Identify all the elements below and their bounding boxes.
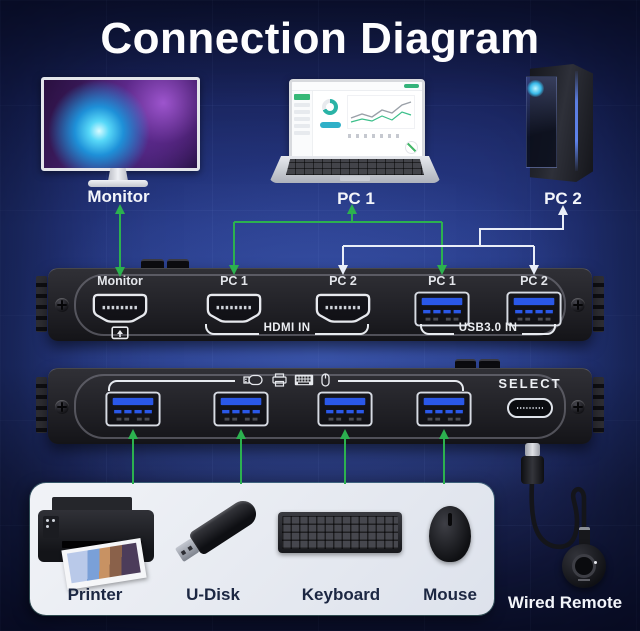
monitor-stand-neck bbox=[108, 168, 128, 181]
rear-panel-outline bbox=[74, 274, 566, 336]
usb3-out-port-2[interactable] bbox=[212, 389, 270, 434]
screw-icon bbox=[571, 400, 585, 414]
usb3-port-pc1[interactable] bbox=[413, 289, 471, 334]
pencil-icon bbox=[405, 141, 418, 154]
hdmi-port-pc2[interactable] bbox=[312, 291, 374, 333]
monitor-device bbox=[41, 77, 200, 171]
rear-panel-foot bbox=[167, 259, 189, 270]
peripheral-bracket bbox=[108, 373, 464, 391]
switch-front-panel: SELECT bbox=[48, 368, 592, 444]
udisk-label: U-Disk bbox=[186, 585, 240, 604]
display-icon bbox=[111, 326, 129, 345]
laptop-screen-topbar bbox=[292, 82, 422, 91]
wired-remote-button[interactable] bbox=[562, 544, 606, 588]
remote-usb-plug-tip bbox=[525, 443, 540, 457]
tower-led-strip bbox=[575, 70, 578, 172]
usb3-in-label: USB3.0 IN bbox=[458, 322, 518, 334]
pc1-device-label: PC 1 bbox=[337, 189, 375, 208]
rear-panel-right-bracket bbox=[593, 276, 604, 332]
udisk-image bbox=[168, 495, 268, 564]
hdmi-in-group: HDMI IN bbox=[205, 322, 370, 335]
mouse-icon bbox=[320, 373, 330, 387]
remote-usb-plug bbox=[521, 456, 544, 484]
monitor-stand-base bbox=[88, 180, 148, 187]
hdmi-in-label: HDMI IN bbox=[263, 322, 311, 334]
laptop-keys bbox=[286, 159, 424, 175]
tower-rgb-fan bbox=[527, 80, 544, 97]
mouse-label: Mouse bbox=[423, 585, 477, 604]
u-disk-icon bbox=[242, 374, 263, 386]
port-label-pc1-hdmi: PC 1 bbox=[220, 274, 248, 288]
keyboard-image bbox=[278, 512, 402, 553]
usb3-in-group: USB3.0 IN bbox=[420, 322, 556, 335]
page-title: Connection Diagram bbox=[100, 14, 540, 63]
screw-icon bbox=[55, 400, 69, 414]
keyboard-icon bbox=[294, 374, 313, 386]
usb3-out-port-1[interactable] bbox=[104, 389, 162, 434]
select-label: SELECT bbox=[498, 376, 562, 391]
port-label-monitor: Monitor bbox=[97, 274, 143, 288]
laptop-donut-chart bbox=[322, 99, 338, 115]
printer-label: Printer bbox=[67, 585, 123, 604]
port-label-pc1-usb: PC 1 bbox=[428, 274, 456, 288]
usb-c-select-port[interactable] bbox=[506, 397, 554, 424]
pc2-device-label: PC 2 bbox=[544, 189, 582, 208]
laptop-device-pc1 bbox=[289, 79, 425, 160]
front-panel-right-bracket bbox=[593, 377, 604, 433]
hdmi-port-monitor[interactable] bbox=[89, 291, 151, 333]
usb3-out-port-3[interactable] bbox=[316, 389, 374, 434]
usb3-out-port-4[interactable] bbox=[415, 389, 473, 434]
front-panel-foot bbox=[479, 359, 500, 370]
mouse-image bbox=[429, 506, 471, 562]
rear-panel-foot bbox=[141, 259, 164, 270]
keyboard-label: Keyboard bbox=[301, 585, 381, 604]
wired-remote-label: Wired Remote bbox=[507, 593, 623, 612]
port-label-pc2-hdmi: PC 2 bbox=[329, 274, 357, 288]
front-panel-outline bbox=[74, 374, 566, 439]
hdmi-port-pc1[interactable] bbox=[203, 291, 265, 333]
port-label-pc2-usb: PC 2 bbox=[520, 274, 548, 288]
monitor-device-label: Monitor bbox=[87, 187, 150, 206]
laptop-screen-button bbox=[320, 122, 341, 128]
printer-icon bbox=[271, 373, 287, 387]
laptop-stats-row bbox=[348, 134, 400, 138]
laptop-screen-sidebar bbox=[292, 91, 313, 157]
laptop-trackpad bbox=[340, 176, 370, 181]
laptop-line-chart bbox=[347, 95, 415, 129]
switch-rear-panel: Monitor PC 1 PC 2 PC 1 PC 2 bbox=[48, 268, 592, 341]
screw-icon bbox=[55, 298, 69, 312]
remote-strain-relief bbox=[579, 527, 590, 550]
tower-device-pc2 bbox=[517, 64, 593, 182]
rear-panel-left-bracket bbox=[36, 276, 47, 332]
front-panel-left-bracket bbox=[36, 377, 47, 433]
front-panel-foot bbox=[455, 359, 476, 370]
printer-image bbox=[38, 497, 154, 591]
screw-icon bbox=[571, 298, 585, 312]
usb3-port-pc2[interactable] bbox=[505, 289, 563, 334]
